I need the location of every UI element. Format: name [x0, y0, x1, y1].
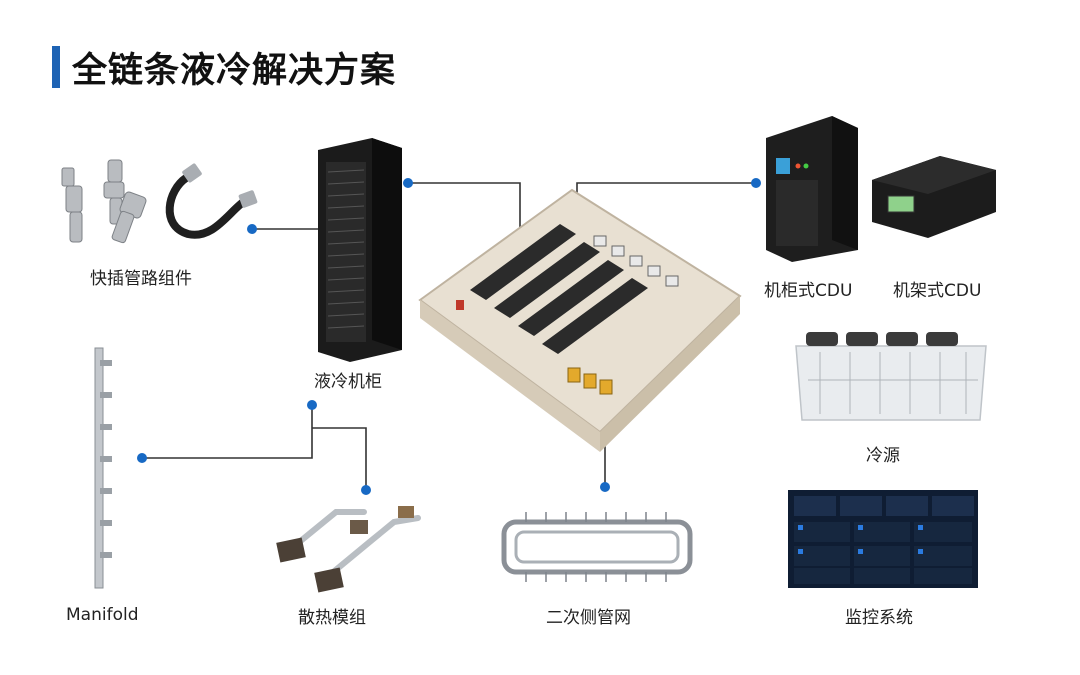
label-secondary-pipe: 二次侧管网 [546, 608, 631, 628]
dot-cdu [751, 178, 761, 188]
wire-cabinet [408, 182, 521, 242]
dot-cabinet [403, 178, 413, 188]
secondary-pipe-image [501, 512, 693, 582]
label-rack-cdu: 机架式CDU [893, 281, 982, 301]
label-cold-source: 冷源 [866, 446, 900, 466]
heat-module-image [276, 506, 421, 593]
label-monitoring: 监控系统 [845, 608, 913, 628]
manifold-image [94, 347, 112, 589]
label-cabinet-cdu: 机柜式CDU [764, 281, 853, 301]
cabinet-cdu-image [766, 116, 858, 262]
dot-quick-connect [247, 224, 257, 234]
label-heat-module: 散热模组 [298, 608, 366, 628]
dot-manifold [137, 453, 147, 463]
quick-connect-image [61, 159, 258, 244]
dot-cabinet-bottom [307, 400, 317, 410]
cold-source-image [795, 332, 987, 421]
cabinet-image [318, 138, 402, 362]
dot-heat-module [361, 485, 371, 495]
label-cabinet: 液冷机柜 [314, 372, 382, 392]
datacenter-image [418, 188, 742, 452]
label-quick-connect: 快插管路组件 [90, 269, 192, 289]
title-accent-bar [52, 46, 60, 88]
page-title: 全链条液冷解决方案 [72, 51, 397, 91]
monitoring-image [788, 490, 978, 588]
label-manifold: Manifold [66, 605, 139, 625]
rack-cdu-image [872, 156, 996, 238]
wire-manifold [142, 405, 313, 459]
dot-secondary-pipe [600, 482, 610, 492]
connector-dots [137, 178, 761, 495]
wire-heat-module [312, 427, 367, 490]
